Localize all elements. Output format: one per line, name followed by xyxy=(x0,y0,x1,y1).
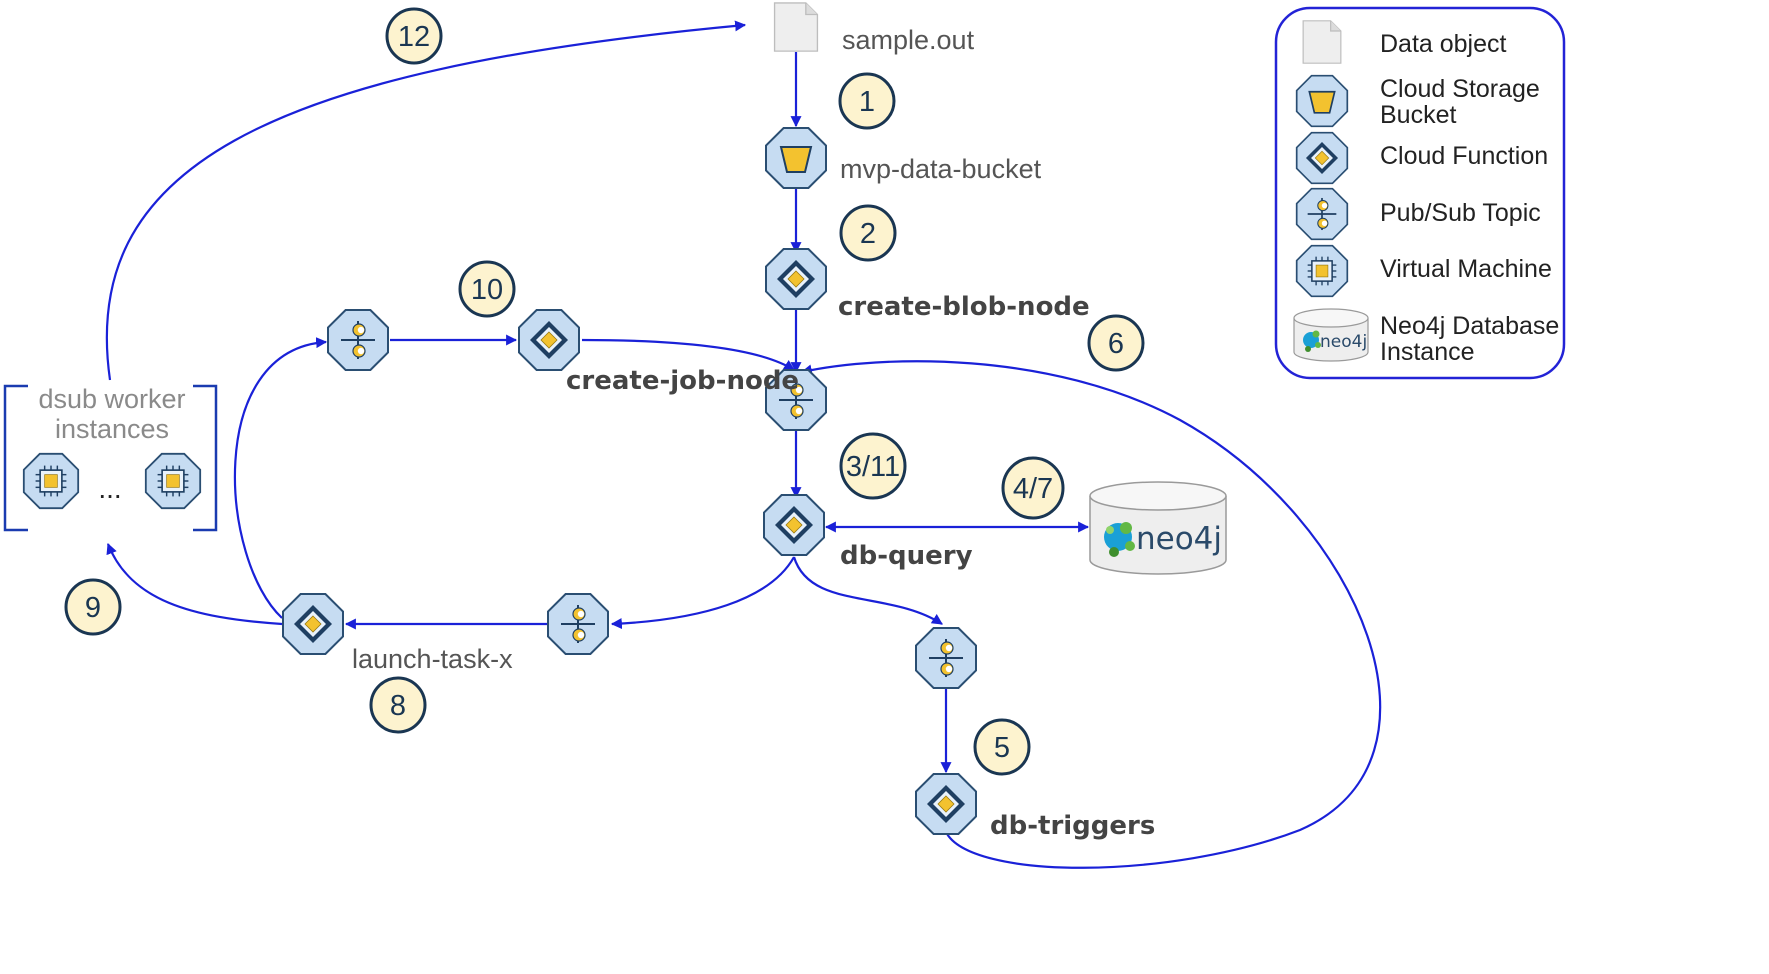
step-badge-12: 12 xyxy=(385,7,443,65)
group-bracket-right xyxy=(193,384,218,532)
svg-text:4/7: 4/7 xyxy=(1013,473,1053,505)
legend-neo4j-label-line1: Neo4j Database xyxy=(1380,312,1559,340)
virtual-machine-icon xyxy=(22,452,80,510)
node-trigger-topic[interactable] xyxy=(915,627,977,689)
legend: Data object Cloud Storage Bucket Cloud F… xyxy=(1274,6,1566,380)
svg-text:8: 8 xyxy=(390,690,406,722)
dsub-worker-group[interactable]: dsub worker instances ... xyxy=(3,384,218,532)
step-badge-10: 10 xyxy=(458,260,516,318)
svg-text:5: 5 xyxy=(994,732,1010,764)
legend-bucket-label-line1: Cloud Storage xyxy=(1380,75,1540,103)
flow-arrows xyxy=(105,20,1382,869)
legend-item-pubsub: Pub/Sub Topic xyxy=(1295,187,1541,241)
pubsub-topic-icon xyxy=(1295,187,1349,241)
pubsub-topic-icon xyxy=(915,627,977,689)
cloud-function-icon xyxy=(1295,131,1349,185)
legend-neo4j-logo-text: neo4j xyxy=(1320,332,1367,352)
mvp-bucket-label: mvp-data-bucket xyxy=(840,154,1042,184)
step-badge-3-11: 3/11 xyxy=(839,432,907,500)
node-db-triggers[interactable]: db-triggers xyxy=(915,773,1155,841)
virtual-machine-icon xyxy=(144,452,202,510)
bucket-icon xyxy=(765,127,827,189)
legend-item-bucket: Cloud Storage Bucket xyxy=(1295,74,1540,129)
node-launch-task-x[interactable]: launch-task-x xyxy=(282,593,513,674)
svg-text:9: 9 xyxy=(85,592,101,624)
legend-item-function: Cloud Function xyxy=(1295,131,1548,185)
neo4j-logo-text: neo4j xyxy=(1136,521,1222,557)
node-mvp-data-bucket[interactable]: mvp-data-bucket xyxy=(765,127,1042,189)
node-db-query[interactable]: db-query xyxy=(763,494,973,571)
db-triggers-label: db-triggers xyxy=(990,811,1155,841)
legend-function-label: Cloud Function xyxy=(1380,142,1548,170)
svg-text:6: 6 xyxy=(1108,328,1124,360)
neo4j-logo-icon xyxy=(1104,522,1135,557)
arrow-db-query-to-trigger-topic xyxy=(792,556,943,625)
pubsub-topic-icon xyxy=(547,593,609,655)
db-query-label: db-query xyxy=(840,541,973,571)
bucket-icon xyxy=(1295,74,1349,128)
launch-task-label: launch-task-x xyxy=(352,644,513,674)
legend-neo4j-label-line2: Instance xyxy=(1380,338,1475,366)
svg-text:1: 1 xyxy=(859,86,875,118)
virtual-machine-icon xyxy=(1295,244,1349,298)
cloud-function-icon xyxy=(765,248,827,310)
sample-out-label: sample.out xyxy=(842,25,975,55)
svg-text:2: 2 xyxy=(860,218,876,250)
dsub-label-line1: dsub worker xyxy=(38,384,185,414)
arrow-6-db-triggers-to-job-topic xyxy=(800,360,1382,869)
neo4j-database-icon: neo4j xyxy=(1293,308,1369,362)
legend-item-data-object: Data object xyxy=(1302,20,1507,64)
node-neo4j-database[interactable]: neo4j xyxy=(1089,481,1227,575)
legend-data-object-label: Data object xyxy=(1380,30,1507,58)
step-badge-1: 1 xyxy=(838,72,896,130)
document-icon xyxy=(773,2,819,52)
cloud-function-icon xyxy=(282,593,344,655)
node-create-blob-node[interactable]: create-blob-node xyxy=(765,248,1090,322)
document-icon xyxy=(1302,20,1342,64)
legend-item-neo4j: neo4j Neo4j Database Instance xyxy=(1293,308,1559,366)
svg-text:3/11: 3/11 xyxy=(846,451,900,483)
legend-bucket-label-line2: Bucket xyxy=(1380,101,1456,129)
create-blob-node-label: create-blob-node xyxy=(838,292,1090,322)
group-bracket-left xyxy=(3,384,28,532)
legend-item-vm: Virtual Machine xyxy=(1295,244,1552,298)
legend-pubsub-label: Pub/Sub Topic xyxy=(1380,199,1541,227)
arrow-9-launch-task-to-dsub xyxy=(106,542,283,626)
step-badges: 12 1 2 10 6 3/11 4/7 9 xyxy=(64,7,1145,776)
svg-text:12: 12 xyxy=(398,21,430,53)
arrow-12-dsub-to-sample xyxy=(105,20,747,381)
pubsub-topic-icon xyxy=(327,309,389,371)
arrow-job-node-to-job-topic xyxy=(581,338,795,371)
cloud-function-icon xyxy=(763,494,825,556)
step-badge-4-7: 4/7 xyxy=(1001,456,1065,520)
dsub-label-line2: instances xyxy=(55,414,169,444)
cloud-function-icon xyxy=(915,773,977,835)
node-sample-out[interactable]: sample.out xyxy=(773,2,975,55)
create-job-node-label: create-job-node xyxy=(566,366,799,396)
node-create-job-node[interactable]: create-job-node xyxy=(518,309,799,396)
legend-vm-label: Virtual Machine xyxy=(1380,255,1552,283)
step-badge-6: 6 xyxy=(1087,314,1145,372)
step-badge-8: 8 xyxy=(369,676,427,734)
step-badge-5: 5 xyxy=(973,718,1031,776)
step-badge-9: 9 xyxy=(64,578,122,636)
node-launch-topic[interactable] xyxy=(547,593,609,655)
arrow-db-query-to-launch-topic xyxy=(610,556,795,630)
svg-text:10: 10 xyxy=(471,274,503,306)
node-launch-loop-topic[interactable] xyxy=(327,309,389,371)
step-badge-2: 2 xyxy=(839,204,897,262)
cloud-function-icon xyxy=(518,309,580,371)
dsub-ellipsis: ... xyxy=(98,473,121,504)
arrow-launch-task-to-topic xyxy=(233,337,328,619)
